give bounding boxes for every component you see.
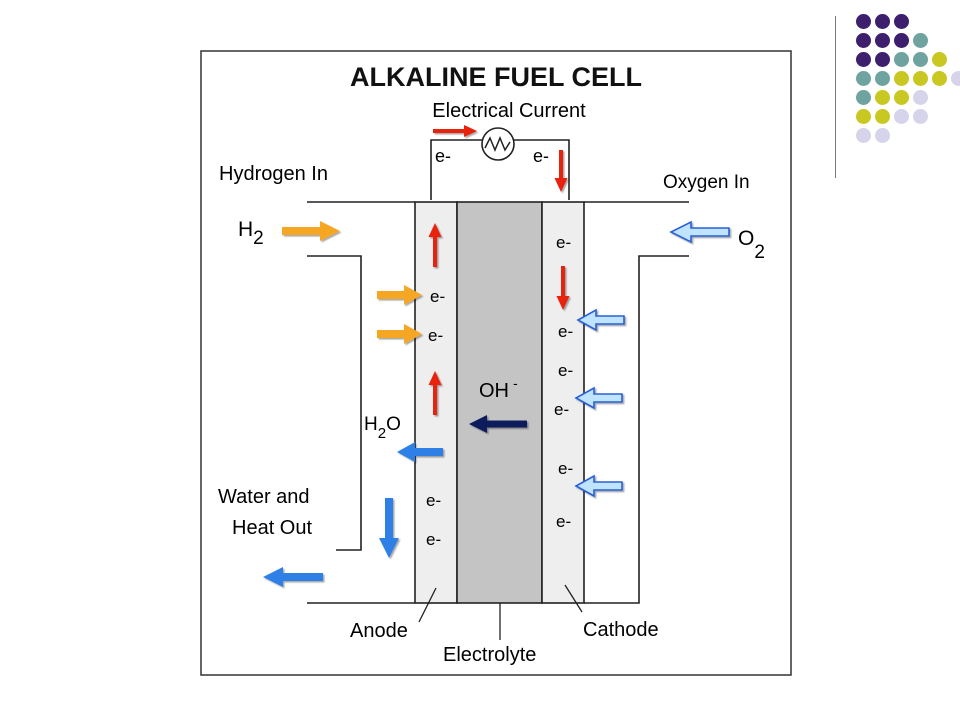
electron-label-circuit-left: e- <box>435 146 451 166</box>
decorative-dot <box>856 52 871 67</box>
hydrogen-inflow-arrow-icon <box>377 324 422 344</box>
h2-formula: H2 <box>238 218 264 249</box>
hydroxide-ion-arrow-icon <box>469 415 527 433</box>
electron-label-circuit-right: e- <box>533 146 549 166</box>
decorative-dot <box>894 90 909 105</box>
decorative-dot <box>856 109 871 124</box>
water-heat-out-arrow-icon <box>263 567 323 587</box>
decorative-dot <box>894 52 909 67</box>
decorative-dot <box>856 14 871 29</box>
hydrogen-inflow-arrow-icon <box>377 285 422 305</box>
decorative-dot <box>951 71 960 86</box>
decorative-dot <box>913 52 928 67</box>
electron-flow-arrow-icon <box>428 371 442 415</box>
decorative-dot <box>894 14 909 29</box>
water-outflow-arrow-icon <box>379 498 399 558</box>
decorative-dot <box>875 71 890 86</box>
hydrogen-in-label: Hydrogen In <box>219 163 328 185</box>
oxygen-in-label: Oxygen In <box>663 172 750 193</box>
decorative-dot <box>875 128 890 143</box>
electron-flow-arrow-icon <box>556 266 570 310</box>
decorative-dot <box>856 71 871 86</box>
decorative-dot <box>875 14 890 29</box>
water-outflow-arrow-icon <box>397 442 443 462</box>
electron-label: e- <box>426 491 441 510</box>
anode-label: Anode <box>350 620 408 642</box>
o2-formula: O2 <box>738 227 765 263</box>
decorative-divider-line <box>835 16 836 178</box>
decorative-dot <box>875 33 890 48</box>
cathode-label: Cathode <box>583 619 659 641</box>
decorative-dot <box>856 90 871 105</box>
water-heat-label-line1: Water and <box>218 486 310 508</box>
decorative-dot <box>913 71 928 86</box>
decorative-dot <box>875 52 890 67</box>
decorative-dot <box>913 109 928 124</box>
anode-leader-line <box>418 587 437 623</box>
electron-flow-arrow-icon <box>428 223 442 267</box>
decorative-dot <box>894 33 909 48</box>
oxygen-inflow-arrow-icon <box>574 386 623 410</box>
decorative-dot <box>932 71 947 86</box>
electron-label: e- <box>556 512 571 531</box>
oxygen-inflow-arrow-icon <box>669 220 730 244</box>
hydrogen-channel-outer-wall <box>307 255 362 551</box>
decorative-dot <box>894 109 909 124</box>
electrolyte-label: Electrolyte <box>443 644 536 666</box>
electron-label: e- <box>558 459 573 478</box>
electron-label: e- <box>430 287 445 306</box>
decorative-dot <box>856 33 871 48</box>
electrolyte-region <box>456 201 543 604</box>
electron-label: e- <box>554 400 569 419</box>
electron-label: e- <box>428 326 443 345</box>
decorative-dot <box>856 128 871 143</box>
electron-label: e- <box>426 530 441 549</box>
electron-label: e- <box>558 361 573 380</box>
oxygen-inflow-arrow-icon <box>574 474 623 498</box>
electron-flow-arrow-icon <box>554 150 568 192</box>
h2o-formula: H2O <box>364 414 401 442</box>
hydroxide-formula: OH- <box>479 375 518 402</box>
decorative-dot <box>913 33 928 48</box>
electrical-current-label: Electrical Current <box>432 100 586 122</box>
decorative-dot <box>894 71 909 86</box>
cathode-leader-line <box>564 584 583 613</box>
electron-flow-arrow-icon <box>433 125 477 137</box>
diagram-title: ALKALINE FUEL CELL <box>350 62 642 92</box>
water-heat-label-line2: Heat Out <box>232 517 312 539</box>
oxygen-inflow-arrow-icon <box>576 308 625 332</box>
hydrogen-inflow-arrow-icon <box>282 221 340 241</box>
electron-label: e- <box>558 322 573 341</box>
decorative-dot <box>913 90 928 105</box>
oxygen-channel-outer-wall <box>584 255 689 604</box>
resistor-zigzag <box>484 136 511 152</box>
decorative-dot <box>875 90 890 105</box>
decorative-dot <box>932 52 947 67</box>
decorative-dot <box>875 109 890 124</box>
electron-label: e- <box>556 233 571 252</box>
